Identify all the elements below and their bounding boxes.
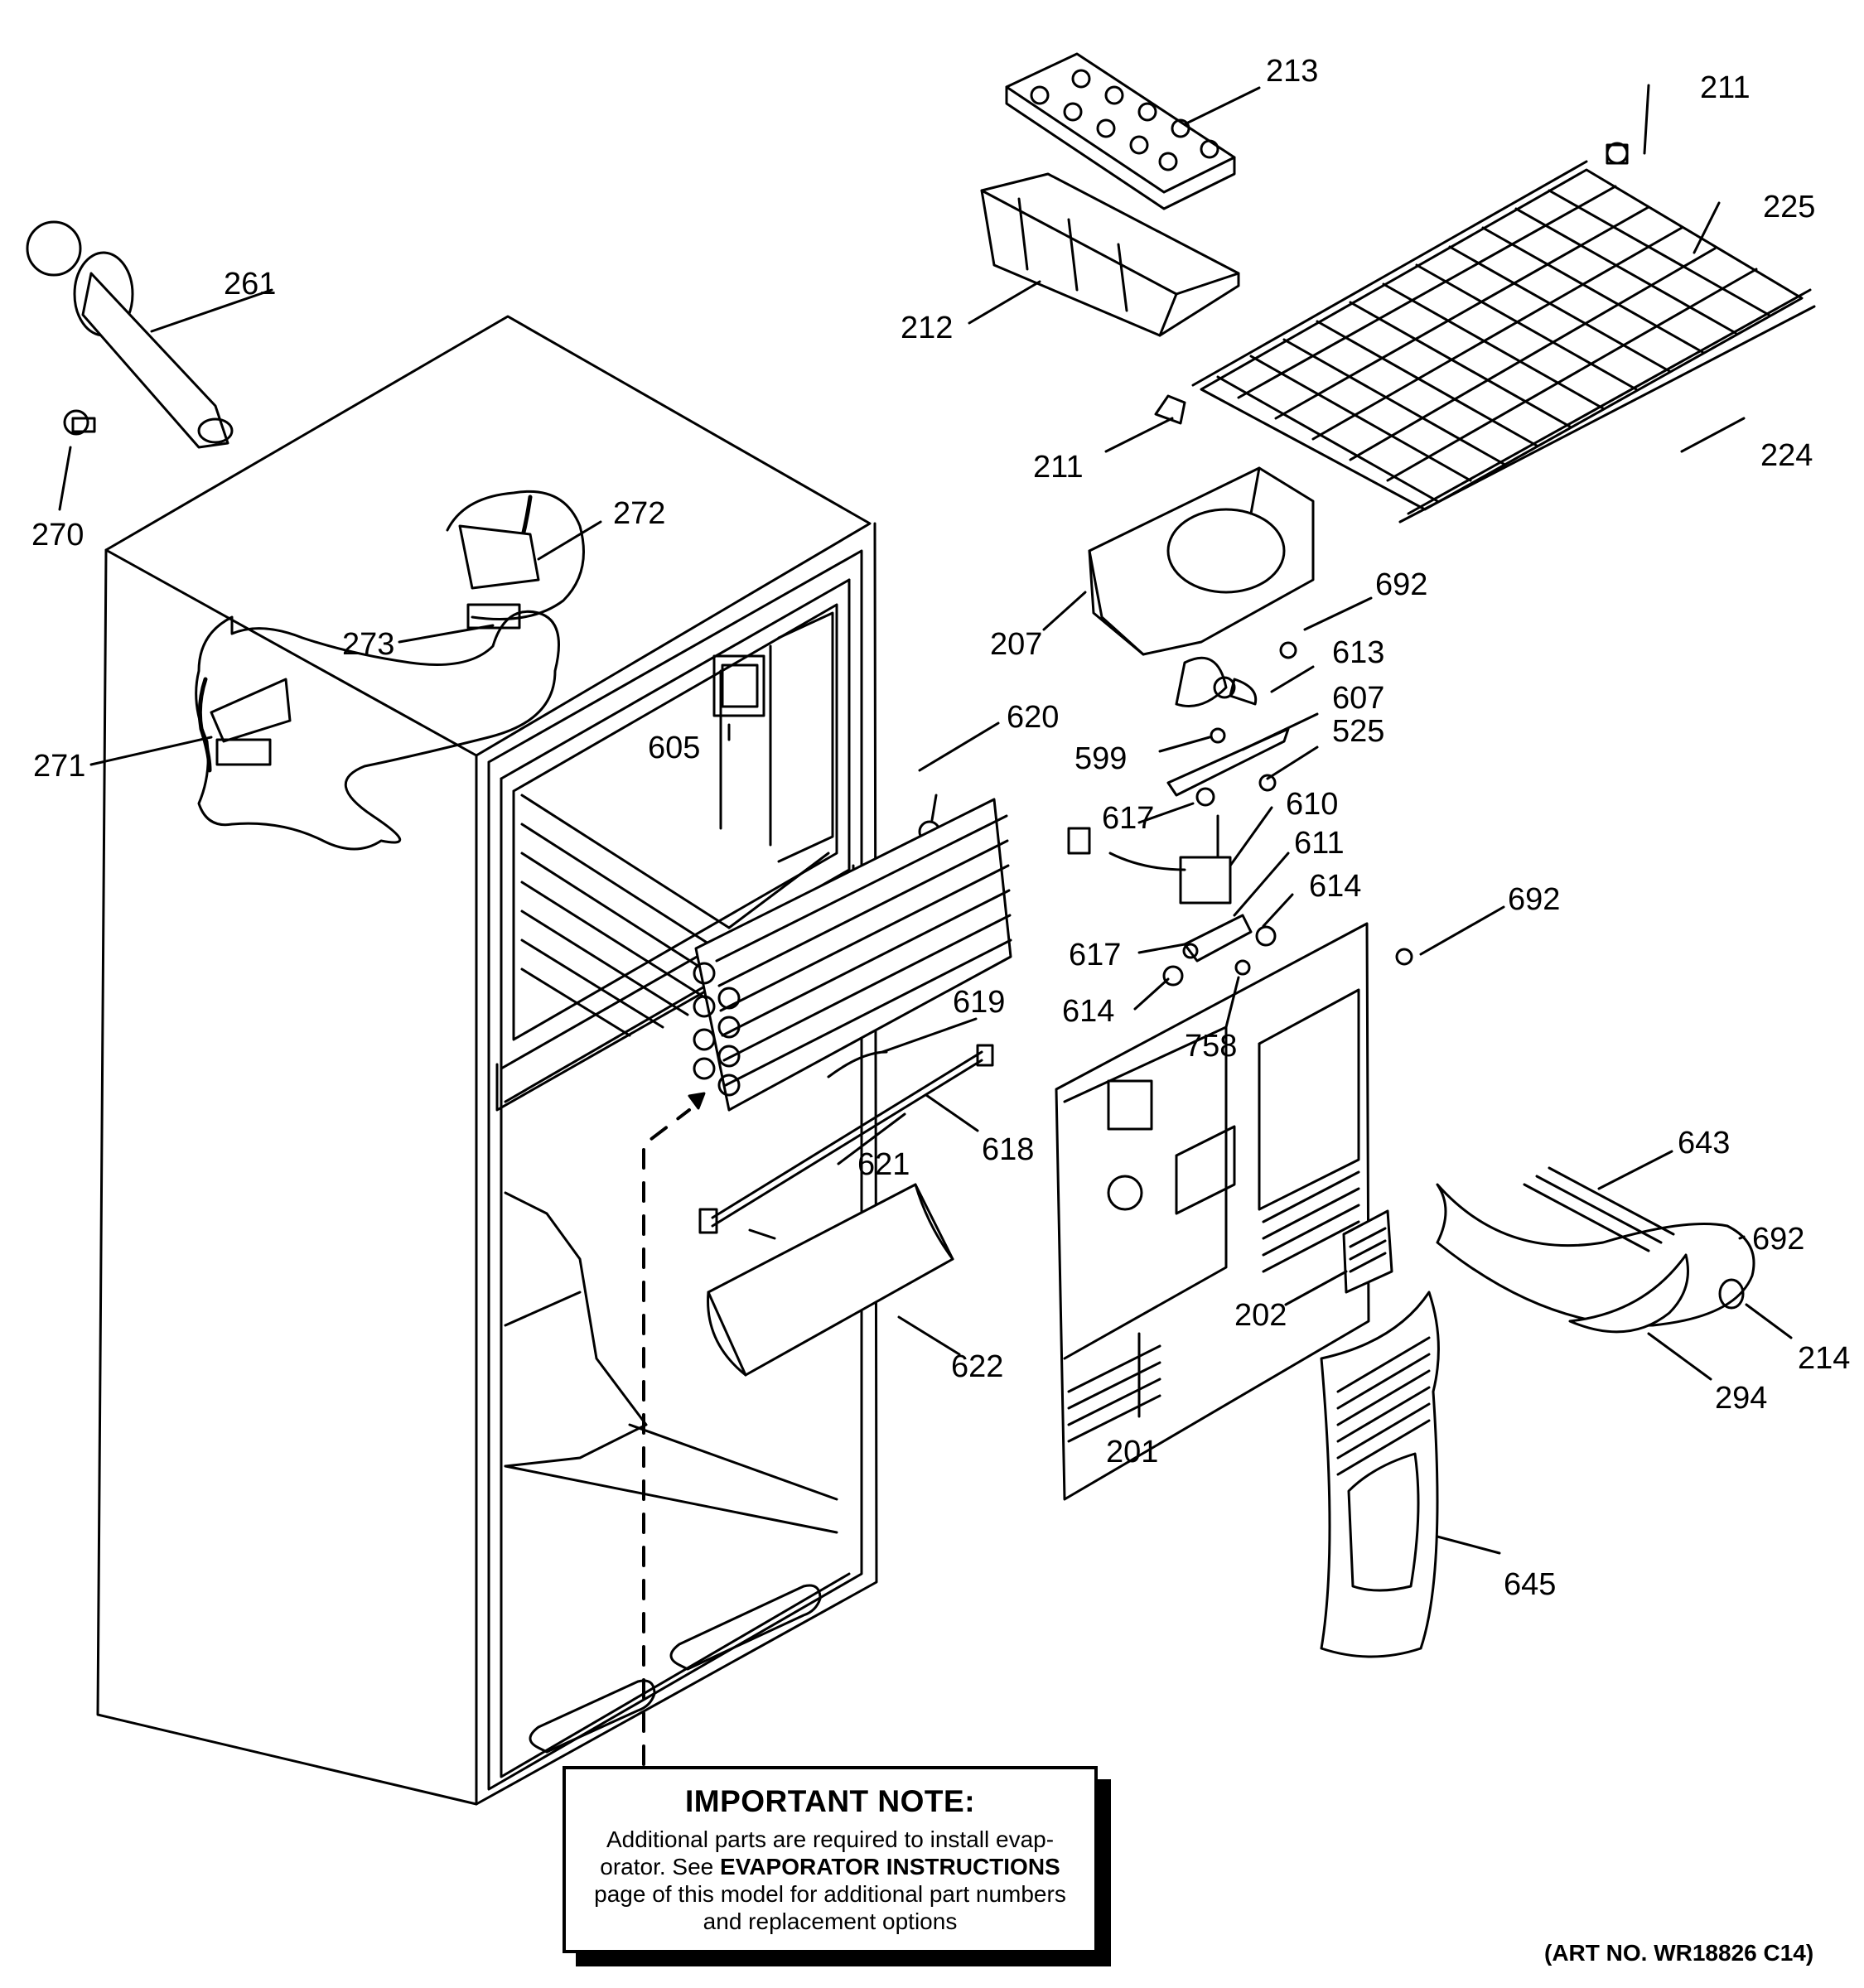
part-label-214: 214: [1798, 1341, 1850, 1376]
part-label-525: 525: [1332, 714, 1384, 749]
part-label-599: 599: [1074, 741, 1127, 776]
part-label-611: 611: [1294, 826, 1345, 861]
note-body: Additional parts are required to install…: [566, 1826, 1094, 1935]
screw: [63, 409, 96, 436]
part-label-692-top: 692: [1375, 567, 1427, 602]
duct-cover: [1436, 1166, 1755, 1327]
part-label-645: 645: [1504, 1567, 1556, 1602]
evaporator: [693, 794, 1012, 1112]
part-label-643: 643: [1678, 1126, 1730, 1160]
shelf-support-top: [1606, 142, 1629, 165]
part-label-618: 618: [982, 1132, 1034, 1167]
part-labels: 213 211 225 261 212 270 211 224 272 692 …: [31, 54, 1850, 1602]
note-line-2-bold: EVAPORATOR INSTRUCTIONS: [720, 1854, 1060, 1879]
part-label-613: 613: [1332, 635, 1384, 670]
part-label-617-top: 617: [1102, 801, 1154, 836]
plug: [1718, 1278, 1745, 1310]
part-label-607: 607: [1332, 681, 1384, 716]
part-label-619: 619: [953, 985, 1005, 1020]
part-label-294: 294: [1715, 1381, 1767, 1416]
part-label-621: 621: [857, 1147, 910, 1182]
part-label-271: 271: [33, 749, 85, 784]
air-duct: [1320, 1291, 1440, 1658]
part-label-211-top: 211: [1700, 70, 1751, 105]
note-line-2-text: orator. See: [600, 1854, 721, 1879]
part-label-758: 758: [1185, 1029, 1237, 1064]
note-title: IMPORTANT NOTE:: [684, 1784, 976, 1818]
part-label-617-bottom: 617: [1069, 938, 1121, 972]
ice-tray-holder: [980, 172, 1240, 337]
fan-motor: [1067, 814, 1232, 905]
wire-shelf: [1191, 160, 1816, 524]
shelf-support-bottom: [1154, 394, 1186, 425]
fan-blade: [1175, 656, 1258, 707]
part-label-225: 225: [1763, 190, 1815, 224]
part-label-272: 272: [613, 496, 665, 531]
part-label-224: 224: [1760, 438, 1813, 473]
part-label-261: 261: [224, 267, 276, 302]
part-label-692-right: 692: [1752, 1222, 1804, 1257]
part-label-270: 270: [31, 518, 84, 552]
leader-lines: [58, 84, 1793, 1555]
art-number: (ART NO. WR18826 C14): [1544, 1940, 1814, 1966]
part-label-211-bottom: 211: [1033, 450, 1084, 485]
note-line-4: and replacement options: [703, 1908, 958, 1934]
part-label-212: 212: [901, 311, 953, 345]
light-cover: [1568, 1253, 1689, 1334]
drain-trough: [707, 1183, 954, 1377]
part-label-614-top: 614: [1309, 869, 1361, 904]
part-label-622: 622: [951, 1349, 1003, 1384]
part-label-201: 201: [1106, 1435, 1158, 1469]
part-label-202: 202: [1234, 1298, 1287, 1333]
part-label-273: 273: [342, 627, 394, 662]
important-note-box: IMPORTANT NOTE: Additional parts are req…: [563, 1766, 1098, 1953]
part-label-620: 620: [1007, 700, 1059, 735]
part-label-605: 605: [648, 731, 700, 765]
note-line-3: page of this model for additional part n…: [594, 1881, 1066, 1907]
note-line-2: orator. See EVAPORATOR INSTRUCTIONS: [582, 1853, 1078, 1880]
note-pointer: [642, 1092, 706, 1766]
fan-bracket: [1088, 466, 1315, 656]
wiring-harness: [195, 490, 585, 851]
water-valve: [26, 220, 234, 449]
part-label-692-mid: 692: [1508, 882, 1560, 917]
part-label-610: 610: [1286, 787, 1338, 822]
part-label-207: 207: [990, 627, 1042, 662]
note-line-1: Additional parts are required to install…: [606, 1826, 1055, 1852]
motor-bracket: [1166, 727, 1290, 963]
ice-tray: [1005, 52, 1236, 210]
evaporator-cover: [1055, 922, 1370, 1501]
part-label-614-bottom: 614: [1062, 994, 1114, 1029]
part-label-213: 213: [1266, 54, 1318, 89]
